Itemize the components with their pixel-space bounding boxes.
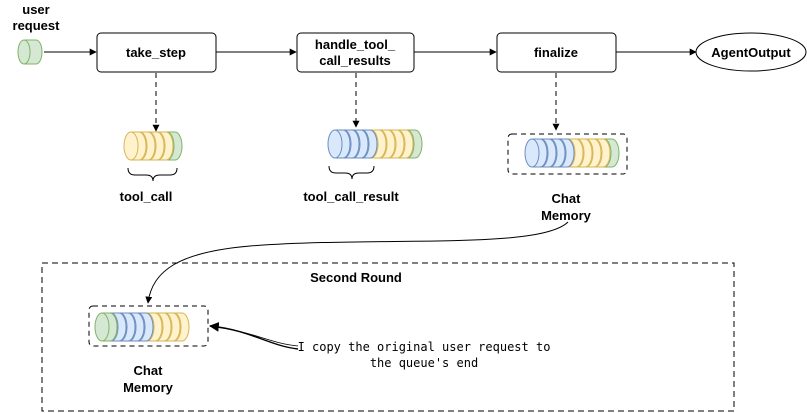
queue-item-rim — [137, 312, 146, 342]
queue-item-rim — [130, 131, 139, 161]
handle-label-line2: call_results — [319, 53, 391, 68]
finalize-label: finalize — [534, 45, 578, 60]
queue-item-rim — [173, 312, 182, 342]
chat-memory-second-queue — [94, 312, 190, 342]
handle-tool-call-results-box — [296, 32, 415, 73]
note-arrow-stroke — [213, 326, 299, 347]
queue-item — [123, 131, 147, 161]
chat-memory-second-label-line2: Memory — [123, 380, 174, 395]
queue-item-rim — [379, 129, 388, 159]
tool-call-brace — [127, 167, 178, 182]
agent-output-label: AgentOutput — [711, 45, 791, 60]
queue-item-rim — [164, 312, 173, 342]
queue-item-rim — [155, 312, 164, 342]
take-step-box — [96, 32, 217, 73]
edge-chat-memory-to-second-round — [145, 221, 569, 304]
queue-item-rim — [148, 131, 157, 161]
tool-call-result-brace — [328, 165, 375, 180]
note-line1: I copy the original user request to — [298, 340, 551, 354]
queue-item-rim — [343, 129, 352, 159]
chat-memory-second-label-line1: Chat — [134, 363, 164, 378]
note-arrow — [209, 322, 299, 350]
take-step-label: take_step — [126, 45, 186, 60]
queue-item-rim — [397, 129, 406, 159]
queue-item-rim — [531, 138, 540, 168]
queue-item-rim — [101, 312, 110, 342]
queue-item-rim — [128, 312, 137, 342]
chat-memory-label-line1: Chat — [552, 191, 582, 206]
queue-item — [524, 138, 548, 168]
tool-call-result-label: tool_call_result — [303, 189, 399, 204]
tool-call-label: tool_call — [120, 189, 173, 204]
queue-item — [327, 129, 351, 159]
queue-item-rim — [334, 129, 343, 159]
agent-output-node — [695, 32, 807, 72]
queue-item-rim — [567, 138, 576, 168]
handle-label-line1: handle_tool_ — [315, 37, 396, 52]
queue-item-rim — [352, 129, 361, 159]
note-line2: the queue's end — [370, 356, 478, 370]
queue-item — [94, 312, 118, 342]
queue-item-rim — [157, 131, 166, 161]
queue-item-rim — [585, 138, 594, 168]
tool-call-result-queue — [327, 129, 423, 159]
queue-item-rim — [540, 138, 549, 168]
queue-item-rim — [558, 138, 567, 168]
queue-item-rim — [594, 138, 603, 168]
second-round-title: Second Round — [310, 270, 402, 285]
queue-item-rim — [406, 129, 415, 159]
queue-item-rim — [370, 129, 379, 159]
chat-memory-frame — [507, 133, 628, 175]
user-request-label-line1: user — [22, 2, 49, 17]
chat-memory-queue — [524, 138, 620, 168]
queue-item-rim — [110, 312, 119, 342]
user-request-cylinder — [17, 39, 43, 65]
queue-item-rim — [549, 138, 558, 168]
queue-item-rim — [139, 131, 148, 161]
queue-item-rim — [576, 138, 585, 168]
chat-memory-label-line2: Memory — [541, 208, 592, 223]
chat-memory-second-frame — [88, 305, 209, 347]
queue-item-rim — [603, 138, 612, 168]
queue-item-rim — [119, 312, 128, 342]
queue-item-rim — [146, 312, 155, 342]
finalize-box — [496, 32, 617, 73]
second-round-frame — [41, 262, 735, 412]
queue-item-rim — [361, 129, 370, 159]
queue-item-rim — [388, 129, 397, 159]
tool-call-queue — [123, 131, 183, 161]
queue-item-rim — [166, 131, 175, 161]
user-request-label-line2: request — [13, 18, 61, 33]
